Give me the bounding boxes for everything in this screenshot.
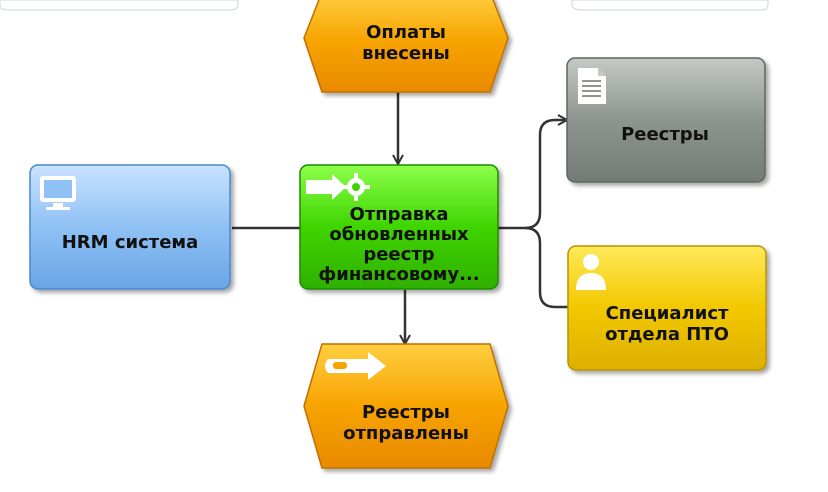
person-icon	[576, 254, 606, 290]
function-line2: обновленных	[329, 224, 469, 246]
function-line3: реестр	[363, 244, 435, 265]
function-send-registers[interactable]	[299, 164, 499, 290]
document-label: Реестры	[570, 118, 760, 152]
registers-label: Реестры	[621, 123, 709, 145]
document-registers[interactable]	[566, 57, 766, 183]
role-pto-specialist[interactable]	[567, 245, 767, 371]
event-arrow-icon	[325, 352, 386, 380]
role-label: Специалист отдела ПТО	[570, 300, 764, 350]
system-hrm[interactable]	[29, 164, 231, 290]
event-bottom-line1: Реестры	[362, 402, 450, 424]
event-registers-sent-label: Реестры отправлены	[322, 400, 490, 448]
role-line2: отдела ПТО	[605, 324, 729, 345]
function-label: Отправка обновленных реестр финансовому.…	[302, 200, 496, 290]
role-line1: Специалист	[605, 303, 729, 325]
event-payments-made-label: Оплаты внесены	[322, 20, 490, 68]
monitor-icon	[40, 176, 76, 210]
function-line4: финансовому...	[318, 263, 480, 285]
event-bottom-line2: отправлены	[343, 423, 469, 444]
event-payments-made[interactable]	[303, 0, 509, 93]
system-hrm-label: HRM система	[40, 228, 220, 258]
connector-function-to-role	[524, 226, 568, 309]
cropped-shape-left	[0, 0, 239, 11]
connector-function-to-document	[498, 120, 567, 230]
event-top-line2: внесены	[362, 43, 450, 64]
event-top-line1: Оплаты	[366, 22, 446, 44]
function-line1: Отправка	[349, 204, 449, 226]
hrm-label: HRM система	[61, 231, 199, 253]
cropped-shape-right	[571, 0, 769, 11]
document-icon	[578, 68, 606, 104]
process-arrow-icon	[306, 173, 370, 201]
event-registers-sent[interactable]	[303, 343, 509, 469]
